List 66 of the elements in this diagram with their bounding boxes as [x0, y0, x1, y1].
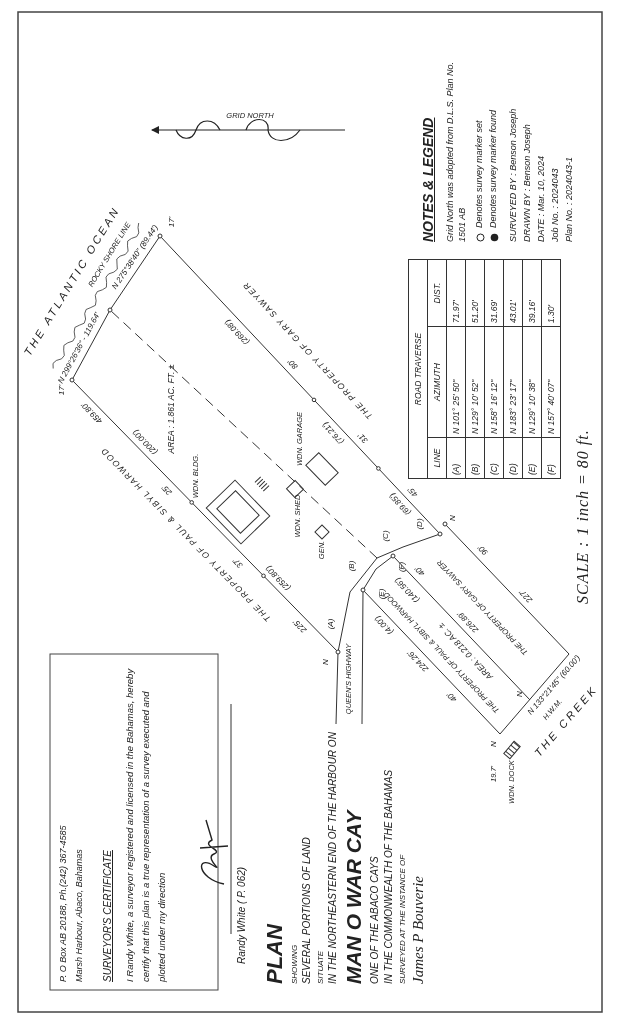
- table-title: ROAD TRAVERSE: [408, 259, 428, 479]
- note-text: DATE : Mar. 10, 2024: [536, 155, 546, 242]
- note-text: Job No. : 2024043: [550, 168, 560, 242]
- address-line: P. O Box AB 20188, Ph.(242) 367-4585: [58, 825, 69, 982]
- plan-text: ONE OF THE ABACO CAYS: [369, 856, 381, 984]
- line-id: (C): [484, 437, 504, 479]
- dimension-label: 17': [57, 384, 67, 396]
- area-label: AREA : 1.861 AC. FT. ±: [167, 364, 177, 454]
- dimension-label: 227': [517, 587, 535, 605]
- certificate-heading: SURVEYOR'S CERTIFICATE: [102, 850, 114, 982]
- plan-text: IN THE COMMONWEALTH OF THE BAHAMAS: [383, 769, 395, 984]
- distance-value: 31.69': [484, 259, 504, 327]
- address-line: Marsh Harbour, Abaco, Bahamas: [74, 849, 85, 982]
- segment-label: (B): [347, 560, 357, 572]
- dimension-label: 17': [167, 216, 177, 228]
- distance-value: 71.97': [446, 259, 466, 327]
- place-name: MAN O WAR CAY: [342, 810, 366, 984]
- azimuth-value: N 129° 10' 52": [465, 326, 485, 438]
- column-header: AZIMUTH: [427, 326, 447, 438]
- dimension-label: 31': [355, 431, 370, 446]
- plan-text: SURVEYED AT THE INSTANCE OF: [398, 854, 408, 984]
- scale-note: SCALE : 1 inch = 80 ft.: [574, 429, 593, 604]
- client-name: James P Bouverie: [410, 875, 427, 984]
- plan-text: IN THE NORTHEASTERN END OF THE HARBOUR ON: [327, 732, 339, 984]
- corner-label: N: [515, 691, 525, 697]
- segment-label: (C): [381, 530, 391, 542]
- corner-label: N: [321, 659, 331, 665]
- certificate-text: I Randy White, a surveyor registered and licensed in the Bahamas, hereby certify that this plan is a true representation of a survey executed and plotted under my direction: [123, 667, 168, 982]
- azimuth-value: N 129° 10' 38": [522, 326, 542, 438]
- segment-label: (D): [415, 518, 425, 530]
- legend-text: Denotes survey marker found: [488, 109, 498, 228]
- line-id: (E): [522, 437, 542, 479]
- dimension-label: 40': [445, 690, 460, 704]
- note-text: Plan No. : 2024043-1: [564, 156, 574, 242]
- line-id: (F): [541, 437, 561, 479]
- dimension-label: 90': [475, 543, 490, 558]
- plan-text: SHOWING: [290, 944, 300, 984]
- segment-label: (A): [326, 618, 336, 630]
- distance-value: 51.20': [465, 259, 485, 327]
- azimuth-value: N 101° 25' 50": [446, 326, 466, 438]
- azimuth-value: N 157° 40' 07": [541, 326, 561, 438]
- column-header: DIST.: [427, 259, 447, 327]
- note-text: DRAWN BY : Benson Joseph: [522, 124, 532, 242]
- surveyor-name: Randy White ( P. 062): [236, 866, 248, 964]
- distance-value: 1.30': [541, 259, 561, 327]
- plan-text: SITUATE: [316, 950, 326, 984]
- dimension-label: 225': [291, 617, 309, 635]
- line-id: (B): [465, 437, 485, 479]
- note-text: Grid North was adopted from D.L.S. Plan No. 1501 AB: [444, 60, 468, 242]
- corner-label: N: [489, 741, 499, 747]
- azimuth-value: N 158° 16' 12": [484, 326, 504, 438]
- column-header: LINE: [427, 437, 447, 479]
- distance-value: 43.01': [503, 259, 523, 327]
- azimuth-value: N 183° 23' 17": [503, 326, 523, 438]
- legend-text: Denotes survey marker set: [474, 120, 484, 228]
- distance-value: 39.16': [522, 259, 542, 327]
- line-id: (A): [446, 437, 466, 479]
- line-id: (D): [503, 437, 523, 479]
- segment-label: (F): [397, 561, 407, 573]
- plan-text: SEVERAL PORTIONS OF LAND: [301, 837, 313, 984]
- dimension-label: 40': [413, 564, 427, 579]
- note-text: SURVEYED BY : Benson Joseph: [508, 108, 518, 242]
- notes-heading: NOTES & LEGEND: [420, 117, 436, 242]
- corner-label: N: [448, 515, 458, 521]
- plan-heading: PLAN: [262, 924, 288, 984]
- dimension-label: 80': [285, 357, 300, 371]
